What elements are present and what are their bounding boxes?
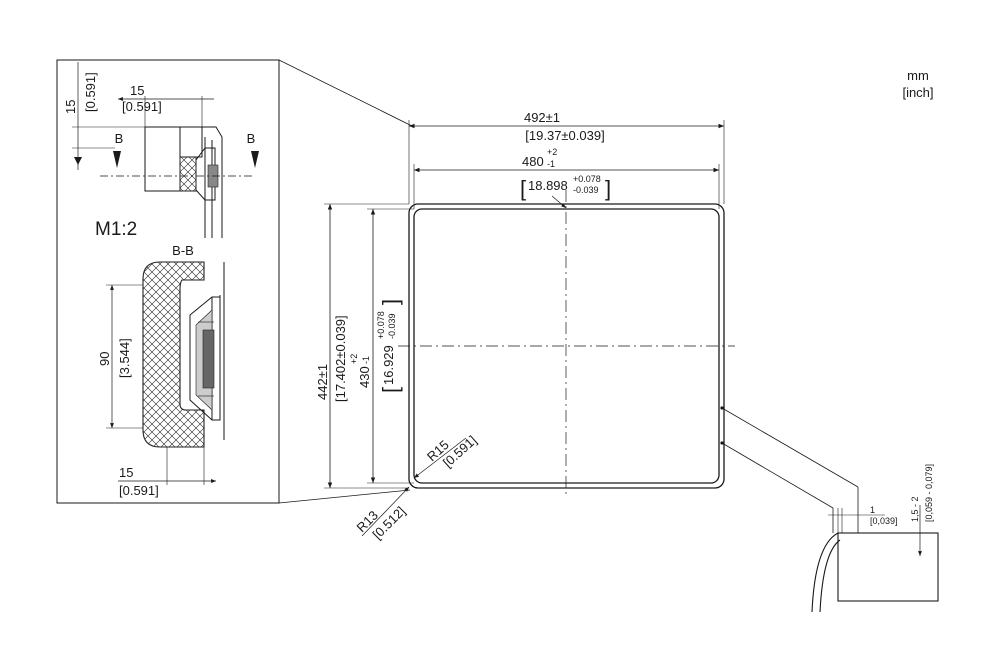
dim-inner-height-inch: 16.929 (381, 345, 396, 385)
hatched-seal-top (144, 126, 181, 192)
detail-frame (56, 59, 280, 504)
frame-profile-top (179, 126, 203, 158)
bracket-close: ] (378, 299, 403, 305)
device-housing-section (189, 296, 221, 421)
dim-inner-height-tol-low: -1 (361, 356, 371, 364)
dim-gap-inch: [0,039] (870, 516, 898, 526)
dim-top-height-inch: [0.591] (83, 72, 98, 112)
bracket-open: [ (378, 387, 403, 393)
detail-top-section: B B 15 [0.591] 15 [0.591] (63, 62, 259, 238)
unit-imperial-label: [inch] (902, 85, 933, 100)
dim-section-height: 90 (97, 352, 112, 366)
dim-top-width-inch: [0.591] (122, 99, 162, 114)
dim-inner-width: 480 (522, 154, 544, 169)
dim-inner-width-tol-low: -1 (547, 159, 555, 169)
leader-radius-outer (361, 486, 410, 537)
detail-leader-upper (721, 407, 859, 488)
dim-inner-height-tol-up: +2 (349, 354, 359, 364)
dim-inner-width-tol-up: +2 (547, 147, 557, 157)
dim-gap: 1 (870, 505, 875, 515)
dim-depth: 1,5 - 2 (910, 496, 920, 522)
detail-scale-label: M1:2 (95, 219, 137, 240)
dim-depth-inch: [0,059 - 0,079] (924, 464, 934, 522)
dim-outer-width: 492±1 (524, 110, 560, 125)
cut-arrow-left-icon (113, 151, 121, 168)
dim-inner-height: 430 (357, 366, 372, 388)
panel-curve-inner (819, 539, 841, 613)
dim-inner-width-inch: 18.898 (528, 178, 568, 193)
bracket-open: [ (520, 176, 526, 201)
cut-arrow-right-icon (251, 151, 259, 168)
dim-outer-height: 442±1 (315, 364, 330, 400)
leader-dot-icon (720, 441, 724, 445)
dim-section-height-inch: [3.544] (117, 338, 132, 378)
dim-bottom-width-inch: [0.591] (119, 483, 159, 498)
unit-metric-label: mm (907, 68, 929, 83)
leader-dot-icon (720, 406, 724, 410)
detail-leader-top (278, 59, 413, 127)
hatched-seal-inner (179, 157, 197, 192)
detail-leader-lower (721, 442, 834, 509)
detail-leader-bottom (278, 489, 411, 504)
device-component (202, 329, 215, 389)
hatched-cutout-material (837, 532, 939, 602)
dim-arrow-icon (74, 157, 82, 165)
dim-top-height: 15 (63, 100, 78, 114)
dim-outer-width-inch: [19.37±0.039] (525, 128, 604, 143)
panel-curve-outer (811, 532, 839, 613)
section-title: B-B (172, 243, 194, 258)
dim-top-width: 15 (130, 83, 144, 98)
dim-inner-height-inch-tol-up: +0.078 (376, 311, 386, 339)
leader-radius-inner (413, 437, 467, 479)
main-part-view: 492±1 [19.37±0.039] 480 +2 -1 [ 18.898 +… (315, 110, 735, 542)
detail-view-panel: B B 15 [0.591] 15 [0.591] M1:2 B-B (56, 59, 413, 504)
leader-inner-width (551, 195, 567, 209)
panel-edge-lines (202, 126, 223, 238)
hatched-gasket-profile (142, 261, 205, 448)
dim-inner-width-inch-tol-up: +0.078 (573, 174, 601, 184)
bracket-close: ] (605, 176, 611, 201)
cut-marker-left: B (115, 131, 124, 146)
dim-inner-height-inch-tol-low: -0.039 (387, 313, 397, 339)
dim-outer-height-inch: [17.402±0.039] (333, 315, 348, 402)
dim-inner-width-inch-tol-low: -0.039 (573, 185, 599, 195)
cut-marker-right: B (247, 131, 256, 146)
dim-bottom-width: 15 (119, 465, 133, 480)
detail-bb-section: 90 [3.544] 15 [0.591] (97, 261, 225, 498)
edge-detail-view: 1 [0,039] 1,5 - 2 [0,059 - 0,079] (720, 406, 939, 613)
